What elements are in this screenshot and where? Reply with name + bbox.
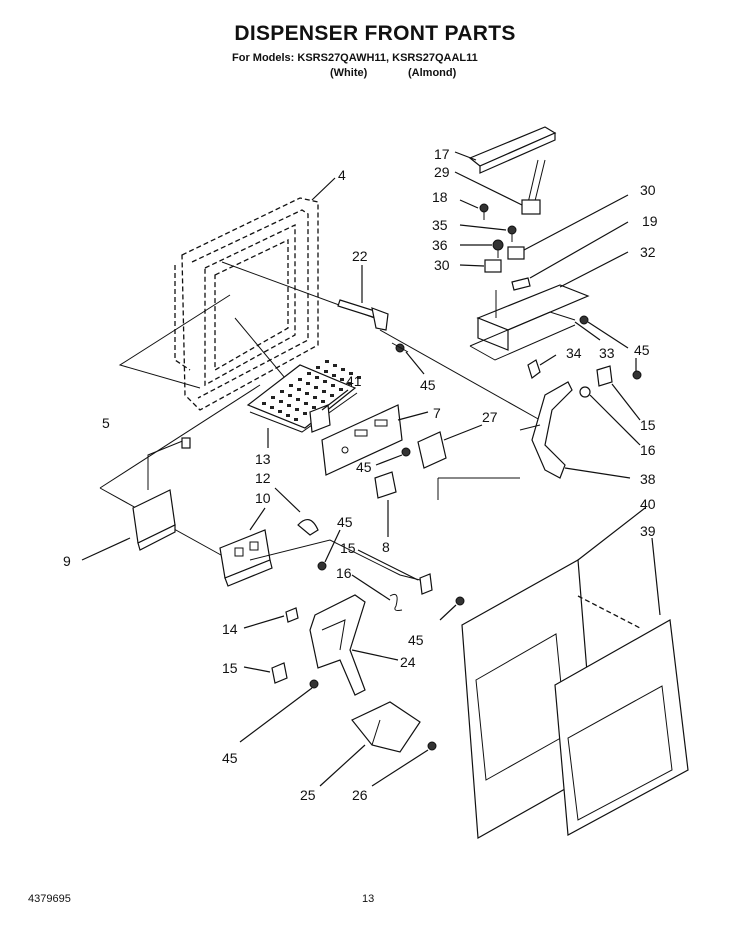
part-label-25: 25	[300, 787, 316, 803]
switch-plate	[374, 471, 397, 499]
page-title: DISPENSER FRONT PARTS	[234, 22, 516, 45]
part-label-16-mid: 16	[336, 565, 352, 581]
part-label-7: 7	[433, 405, 441, 421]
switch	[484, 259, 502, 273]
part-label-45-d: 45	[337, 514, 353, 530]
top-bracket	[468, 126, 557, 174]
part-label-26: 26	[352, 787, 368, 803]
frame-front	[554, 595, 689, 836]
part-label-12: 12	[255, 470, 271, 486]
part-label-15-left: 15	[222, 660, 238, 676]
screw	[507, 225, 517, 242]
control-module	[132, 437, 191, 551]
part-number-labels: 4 5 7 8 9 10 12 13 14 15 15 15 16 16 17 …	[63, 146, 658, 803]
part-label-10: 10	[255, 490, 271, 506]
switch	[507, 246, 525, 260]
page-number: 13	[362, 893, 375, 905]
part-label-29: 29	[434, 164, 450, 180]
screw	[317, 561, 327, 571]
actuator-rod	[337, 299, 389, 331]
part-label-9: 9	[63, 553, 71, 569]
dispenser-arm-left	[309, 594, 366, 696]
part-label-36: 36	[432, 237, 448, 253]
screw	[492, 239, 504, 258]
hinge-bracket	[596, 365, 613, 387]
screw	[479, 203, 489, 220]
model-numbers: For Models: KSRS27QAWH11, KSRS27QAAL11	[232, 52, 478, 64]
part-label-45-f: 45	[222, 750, 238, 766]
damper	[527, 359, 541, 379]
part-label-8: 8	[382, 539, 390, 555]
variant-almond-label: (Almond)	[408, 67, 457, 79]
part-label-45-b: 45	[634, 342, 650, 358]
screw	[427, 741, 437, 751]
part-label-15-right: 15	[640, 417, 656, 433]
part-label-34: 34	[566, 345, 582, 361]
spring	[579, 386, 591, 398]
part-label-45-a: 45	[420, 377, 436, 393]
screw	[309, 679, 319, 689]
document-number: 4379695	[28, 893, 71, 905]
screw	[579, 315, 589, 325]
control-panel	[321, 404, 403, 476]
drip-tray	[351, 701, 421, 753]
spring	[389, 593, 403, 611]
part-label-45-c: 45	[356, 459, 372, 475]
part-label-13: 13	[255, 451, 271, 467]
part-label-45-e: 45	[408, 632, 424, 648]
part-label-40: 40	[640, 496, 656, 512]
part-label-30-top: 30	[640, 182, 656, 198]
label-plate	[309, 404, 331, 433]
variant-white-label: (White)	[330, 67, 368, 79]
switch-housing	[219, 529, 273, 587]
pivot-pin	[285, 607, 299, 623]
part-label-19: 19	[642, 213, 658, 229]
screw	[632, 370, 642, 380]
part-label-14: 14	[222, 621, 238, 637]
dispenser-grille	[246, 360, 361, 433]
part-label-33: 33	[599, 345, 615, 361]
part-label-4: 4	[338, 167, 346, 183]
part-label-15-mid: 15	[340, 540, 356, 556]
part-label-16-right: 16	[640, 442, 656, 458]
part-label-30-left: 30	[434, 257, 450, 273]
mounting-bracket	[469, 284, 590, 361]
switch-wires	[521, 159, 546, 215]
screw	[455, 596, 465, 606]
part-label-22: 22	[352, 248, 368, 264]
part-label-24: 24	[400, 654, 416, 670]
part-label-32: 32	[640, 244, 656, 260]
dispenser-arm-right	[519, 381, 573, 479]
plate	[511, 277, 531, 291]
part-label-35: 35	[432, 217, 448, 233]
screw	[401, 447, 411, 457]
part-label-27: 27	[482, 409, 498, 425]
hinge-bracket	[271, 662, 288, 684]
part-label-5: 5	[102, 415, 110, 431]
part-label-18: 18	[432, 189, 448, 205]
cover-plate	[417, 431, 447, 469]
screw	[391, 342, 409, 353]
hinge-bracket	[419, 573, 433, 595]
part-label-17: 17	[434, 146, 450, 162]
part-label-41: 41	[346, 373, 362, 389]
part-label-38: 38	[640, 471, 656, 487]
part-label-39: 39	[640, 523, 656, 539]
clip	[297, 519, 319, 536]
